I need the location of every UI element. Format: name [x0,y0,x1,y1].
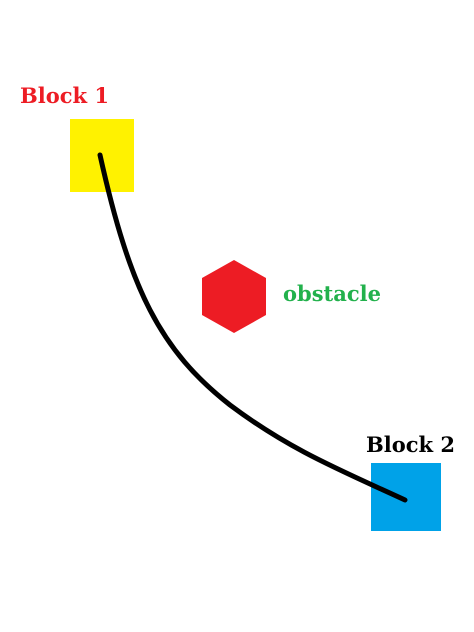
block-2-square [371,463,441,531]
trajectory-path [97,152,408,503]
obstacle-label: obstacle [283,281,381,306]
block-1-label: Block 1 [20,83,109,108]
block-2-label: Block 2 [366,432,455,457]
obstacle-hexagon [202,260,266,333]
